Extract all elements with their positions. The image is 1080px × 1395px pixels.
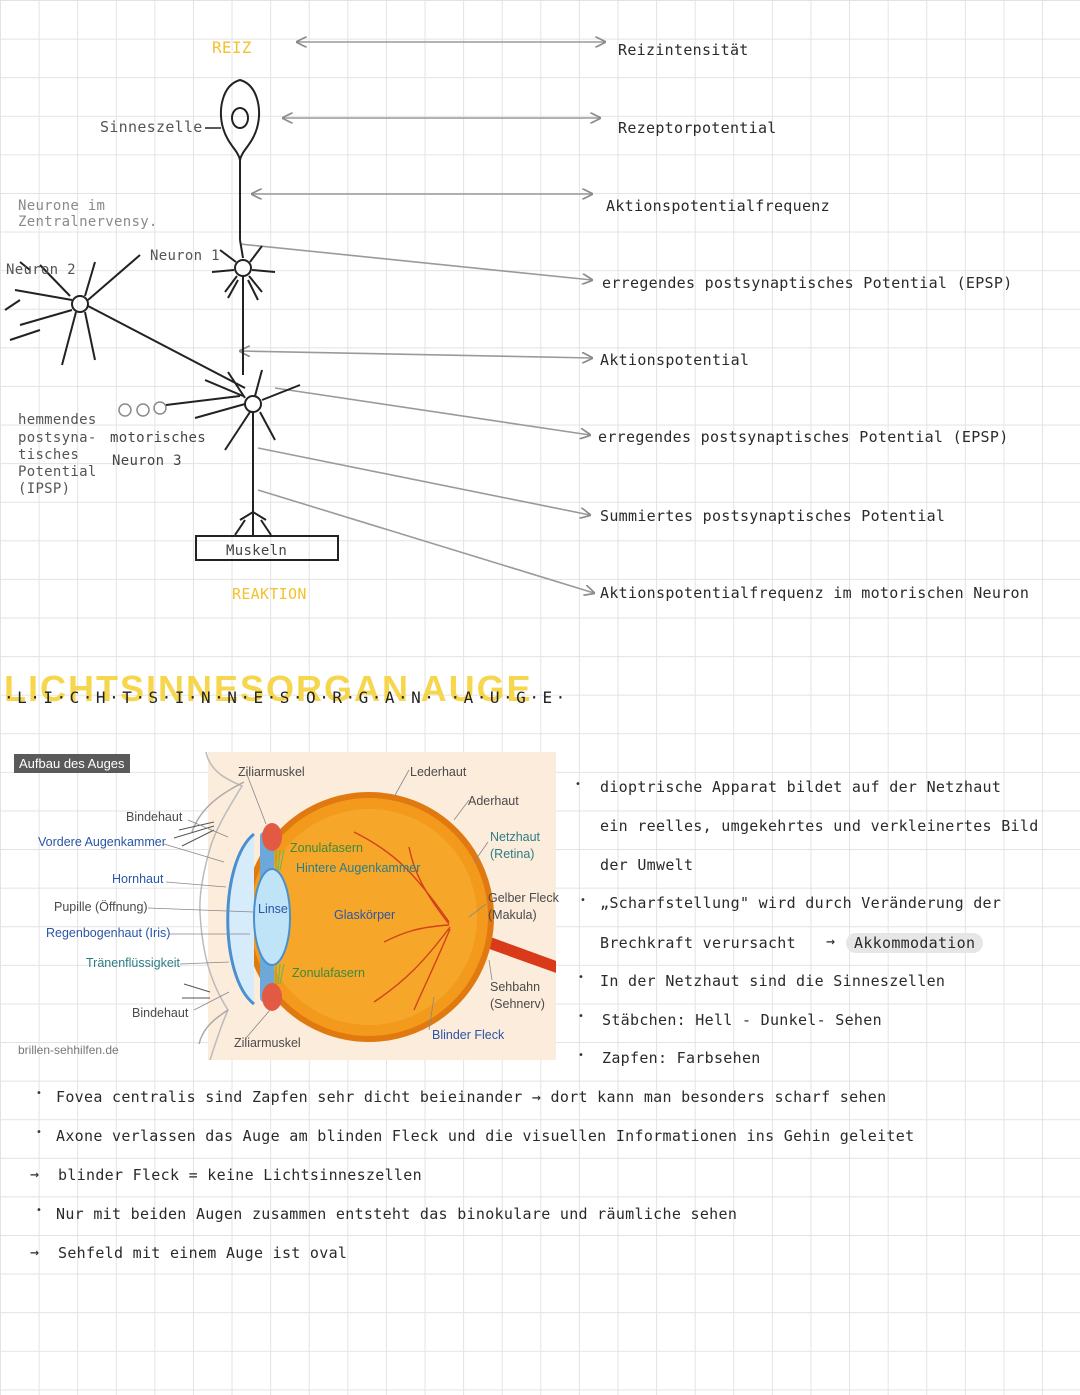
label-pupille: Pupille (Öffnung) xyxy=(54,900,148,914)
label-retina: (Retina) xyxy=(490,847,535,861)
neuron2-drawing xyxy=(4,254,246,389)
label-zonulafasern-bottom: Zonulafasern xyxy=(292,966,365,980)
right-label-6: Summiertes postsynaptisches Potential xyxy=(600,507,946,525)
akkommodation-highlight: Akkommodation xyxy=(846,933,984,953)
label-sehnerv: (Sehnerv) xyxy=(490,997,545,1011)
right-label-3: erregendes postsynaptisches Potential (E… xyxy=(602,274,1013,292)
bullet: • xyxy=(578,972,584,983)
label-traenenfluessigkeit: Tränenflüssigkeit xyxy=(86,956,181,970)
bottom-line-3: blinder Fleck = keine Lichtsinneszellen xyxy=(58,1166,422,1184)
ipsp-label-4: Potential xyxy=(18,464,97,480)
label-vordere-augenkammer: Vordere Augenkammer xyxy=(38,835,166,849)
label-hornhaut: Hornhaut xyxy=(112,872,164,886)
right-label-2: Aktionspotentialfrequenz xyxy=(606,197,830,215)
bullet: • xyxy=(578,1011,584,1022)
label-makula: (Makula) xyxy=(488,908,537,922)
label-bindehaut-bottom: Bindehaut xyxy=(132,1006,189,1020)
arrow-epsp-2 xyxy=(274,387,590,435)
note-line-8: Zapfen: Farbsehen xyxy=(602,1049,761,1067)
muskel-box xyxy=(195,535,339,561)
label-zonulafasern-top: Zonulafasern xyxy=(290,841,363,855)
ipsp-label-3: tisches xyxy=(18,447,80,463)
neuron1-drawing xyxy=(211,239,276,375)
motorisch-label-1: motorisches xyxy=(110,430,207,446)
label-gelber-fleck: Gelber Fleck xyxy=(488,891,559,905)
reiz-label: REIZ xyxy=(212,38,252,57)
ipsp-label-5: (IPSP) xyxy=(18,481,71,497)
bullet: • xyxy=(36,1127,42,1138)
note-line-3: der Umwelt xyxy=(600,856,694,874)
bottom-line-5: Sehfeld mit einem Auge ist oval xyxy=(58,1244,348,1262)
neuron3-drawing xyxy=(194,369,301,536)
label-ziliarmuskel-top: Ziliarmuskel xyxy=(238,765,305,779)
sinneszelle-label: Sinneszelle xyxy=(100,118,203,136)
right-label-7: Aktionspotentialfrequenz im motorischen … xyxy=(600,584,1030,602)
bullet: • xyxy=(578,1050,584,1061)
reaktion-label: REAKTION xyxy=(232,585,307,603)
note-line-2: ein reelles, umgekehrtes und verkleinert… xyxy=(600,817,1039,835)
label-ziliarmuskel-bottom: Ziliarmuskel xyxy=(234,1036,301,1050)
note-line-1: dioptrische Apparat bildet auf der Netzh… xyxy=(600,778,1002,796)
label-glaskoerper: Glaskörper xyxy=(334,908,396,922)
ipsp-synapses xyxy=(118,395,241,417)
ipsp-label-1: hemmendes xyxy=(18,412,97,428)
bullet: • xyxy=(36,1205,42,1216)
label-bindehaut-top: Bindehaut xyxy=(126,810,183,824)
arrow-aktionspotential xyxy=(240,351,592,358)
label-lederhaut: Lederhaut xyxy=(410,765,467,779)
figure-source: brillen-sehhilfen.de xyxy=(18,1043,119,1057)
right-label-0: Reizintensität xyxy=(618,41,749,59)
neurone-zns-label-2: Zentralnervensy. xyxy=(18,214,158,230)
section-title: LICHTSINNESORGAN AUGE xyxy=(4,668,533,709)
note-line-5a: Brechkraft verursacht xyxy=(600,934,796,952)
motorisch-label-2: Neuron 3 xyxy=(112,453,182,469)
label-hintere-augenkammer: Hintere Augenkammer xyxy=(296,861,421,875)
eye-figure-header: Aufbau des Auges xyxy=(14,754,130,773)
neurone-zns-label-1: Neurone im xyxy=(18,198,106,214)
bottom-line-1: Fovea centralis sind Zapfen sehr dicht b… xyxy=(56,1088,887,1106)
note-line-6: In der Netzhaut sind die Sinneszellen xyxy=(600,972,946,990)
label-regenbogenhaut: Regenbogenhaut (Iris) xyxy=(46,926,171,940)
neuron-diagram xyxy=(4,0,1080,660)
eye-drawing xyxy=(147,752,556,1060)
note-line-4: „Scharfstellung" wird durch Veränderung … xyxy=(600,894,1002,912)
right-label-4: Aktionspotential xyxy=(600,351,750,369)
label-linse: Linse xyxy=(258,902,288,916)
bottom-line-4: Nur mit beiden Augen zusammen entsteht d… xyxy=(56,1205,738,1223)
arrow-summiert xyxy=(257,447,590,515)
arrow-icon: → xyxy=(826,932,836,950)
right-label-5: erregendes postsynaptisches Potential (E… xyxy=(598,428,1009,446)
label-netzhaut: Netzhaut xyxy=(490,830,541,844)
label-blinder-fleck: Blinder Fleck xyxy=(432,1028,505,1042)
label-aderhaut: Aderhaut xyxy=(468,794,519,808)
eye-figure: Ziliarmuskel Lederhaut Aderhaut Bindehau… xyxy=(14,752,559,1060)
ipsp-label-2: postsyna- xyxy=(18,430,97,446)
neuron1-label: Neuron 1 xyxy=(150,248,220,264)
arrow-icon: → xyxy=(30,1165,40,1183)
label-sehbahn: Sehbahn xyxy=(490,980,541,994)
bullet: • xyxy=(36,1088,42,1099)
bullet: • xyxy=(575,779,581,790)
bottom-line-2: Axone verlassen das Auge am blinden Flec… xyxy=(56,1127,915,1145)
label-arrows xyxy=(240,42,605,593)
arrow-epsp-1 xyxy=(239,243,592,280)
bullet: • xyxy=(580,895,586,906)
note-line-7: Stäbchen: Hell - Dunkel- Sehen xyxy=(602,1011,882,1029)
section-title-dotted: ·L·I·C·H·T·S·I·N·N·E·S·O·R·G·A·N· ·A·U·G… xyxy=(4,688,569,707)
sinneszelle-drawing xyxy=(205,78,260,240)
muskeln-label: Muskeln xyxy=(226,543,288,559)
neuron2-label: Neuron 2 xyxy=(6,262,76,278)
arrow-motorisch xyxy=(257,489,594,593)
arrow-icon: → xyxy=(30,1243,40,1261)
right-label-1: Rezeptorpotential xyxy=(618,119,777,137)
